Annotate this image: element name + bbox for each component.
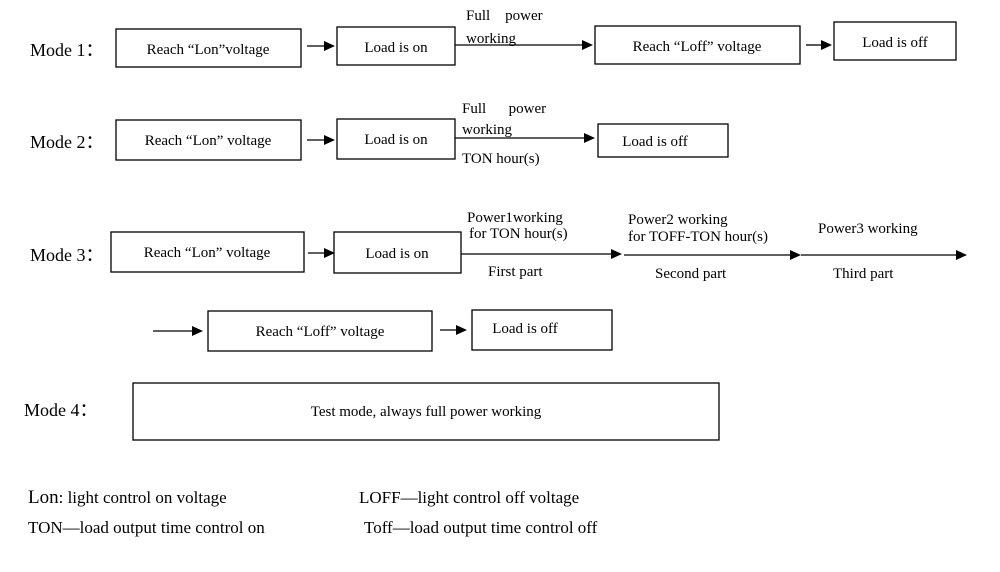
mode-2-load-off-box	[597, 123, 729, 158]
mode-3-load-on-text: Load is on	[365, 246, 429, 262]
mode-3-reach-lon-box	[110, 231, 305, 273]
mode-3-power1-line2: for TON hour(s)	[469, 226, 568, 242]
mode-4-label: Mode 4：	[24, 400, 98, 420]
mode-1-row: Mode 1： Reach “Lon”voltage Load is on Fu…	[30, 8, 957, 68]
mode-3-arrow-4-head	[956, 250, 967, 260]
mode-3-label: Mode 3：	[30, 245, 104, 265]
mode-4-text: Test mode, always full power working	[311, 404, 542, 420]
mode-3-arrow-5-head	[456, 325, 467, 335]
mode-3-arrow-3-head	[790, 250, 801, 260]
mode-2-label: Mode 2：	[30, 132, 104, 152]
mode-3-arrow-1-head	[324, 248, 335, 258]
mode-3-row: Mode 3： Reach “Lon” voltage Load is on P…	[30, 210, 967, 352]
mode-2-arrow-1-head	[324, 135, 335, 145]
legend-ton: TON—load output time control on	[28, 518, 265, 537]
mode-3-continuation-arrow-head	[192, 326, 203, 336]
legend-toff: Toff—load output time control off	[364, 518, 598, 537]
mode-1-label: Mode 1：	[30, 40, 104, 60]
mode-3-power3-line1: Power3 working	[818, 221, 918, 237]
mode-1-working-text: working	[466, 31, 516, 47]
mode-1-arrow-3-head	[821, 40, 832, 50]
mode-2-load-off-text: Load is off	[622, 134, 688, 150]
mode-2-reach-lon-box	[115, 119, 302, 161]
legend-lon-desc: : light control on voltage	[59, 488, 227, 507]
mode-3-arrow-2-head	[611, 249, 622, 259]
legend-loff: LOFF—light control off voltage	[359, 488, 579, 507]
mode-3-load-off-text: Load is off	[492, 321, 558, 337]
mode-2-load-on-text: Load is on	[364, 132, 428, 148]
mode-2-load-on-box	[336, 118, 456, 160]
mode-3-load-on-box	[333, 231, 462, 274]
mode-4-box	[132, 382, 720, 441]
mode-1-load-on-text: Load is on	[364, 40, 428, 56]
mode-3-first-part: First part	[488, 264, 543, 280]
mode-3-power1-line1: Power1working	[467, 210, 563, 226]
mode-2-arrow-2-head	[584, 133, 595, 143]
mode-1-load-off-text: Load is off	[862, 35, 928, 51]
mode-1-load-off-box	[833, 21, 957, 61]
mode-4-row: Mode 4： Test mode, always full power wor…	[24, 382, 720, 441]
mode-2-full-power-text: Full power	[462, 101, 546, 117]
mode-1-reach-lon-text: Reach “Lon”voltage	[147, 42, 270, 58]
mode-3-reach-loff-text: Reach “Loff” voltage	[256, 324, 385, 340]
mode-1-reach-loff-text: Reach “Loff” voltage	[633, 39, 762, 55]
mode-3-load-off-box	[471, 309, 613, 351]
mode-2-ton-text: TON hour(s)	[462, 151, 540, 167]
legend-lon-term: Lon	[28, 487, 59, 508]
legend-lon: Lon: light control on voltage	[28, 487, 227, 508]
mode-2-reach-lon-text: Reach “Lon” voltage	[145, 133, 272, 149]
mode-1-reach-loff-box	[594, 25, 801, 65]
mode-3-second-part: Second part	[655, 266, 727, 282]
mode-2-row: Mode 2： Reach “Lon” voltage Load is on F…	[30, 101, 729, 167]
mode-3-power2-line2: for TOFF-TON hour(s)	[628, 229, 768, 245]
mode-1-arrow-1-head	[324, 41, 335, 51]
mode-1-arrow-2-head	[582, 40, 593, 50]
mode-2-working-text: working	[462, 122, 512, 138]
mode-1-load-on-box	[336, 26, 456, 66]
mode-3-reach-lon-text: Reach “Lon” voltage	[144, 245, 271, 261]
mode-1-reach-lon-box	[115, 28, 302, 68]
mode-3-third-part: Third part	[833, 266, 894, 282]
legend: Lon: light control on voltage LOFF—light…	[28, 487, 598, 537]
mode-3-reach-loff-box	[207, 310, 433, 352]
mode-1-full-power-text: Full power	[466, 8, 543, 24]
mode-3-power2-line1: Power2 working	[628, 212, 728, 228]
